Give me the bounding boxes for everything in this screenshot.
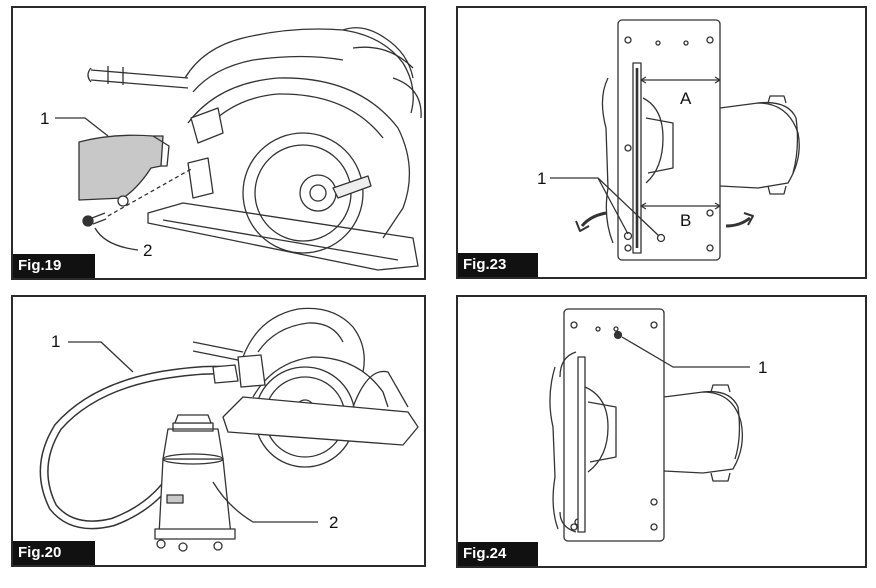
figure-label: Fig.23 xyxy=(458,253,538,277)
figure-24-panel: 1 Fig.24 xyxy=(456,295,867,568)
vacuum-connection-illustration xyxy=(39,307,419,552)
figure-label: Fig.20 xyxy=(13,541,95,565)
callout-1: 1 xyxy=(40,109,50,128)
callout-1: 1 xyxy=(758,358,768,377)
figure-23-panel: A B 1 Fig.23 xyxy=(456,6,867,279)
callout-2: 2 xyxy=(143,241,153,260)
figure-19-panel: 1 2 Fig.19 xyxy=(11,6,426,280)
callout-2: 2 xyxy=(329,513,339,532)
dimension-b-label: B xyxy=(680,211,692,230)
figure-label: Fig.24 xyxy=(458,542,538,566)
blade-parallelism-illustration xyxy=(550,19,800,261)
figure-label: Fig.19 xyxy=(13,254,95,278)
callout-1: 1 xyxy=(51,332,61,351)
adjusting-screw-illustration xyxy=(549,308,750,542)
dimension-a-label: A xyxy=(680,89,692,108)
figure-20-panel: 1 2 Fig.20 xyxy=(11,295,426,567)
callout-1: 1 xyxy=(537,169,547,188)
saw-dust-nozzle-illustration xyxy=(55,27,422,271)
